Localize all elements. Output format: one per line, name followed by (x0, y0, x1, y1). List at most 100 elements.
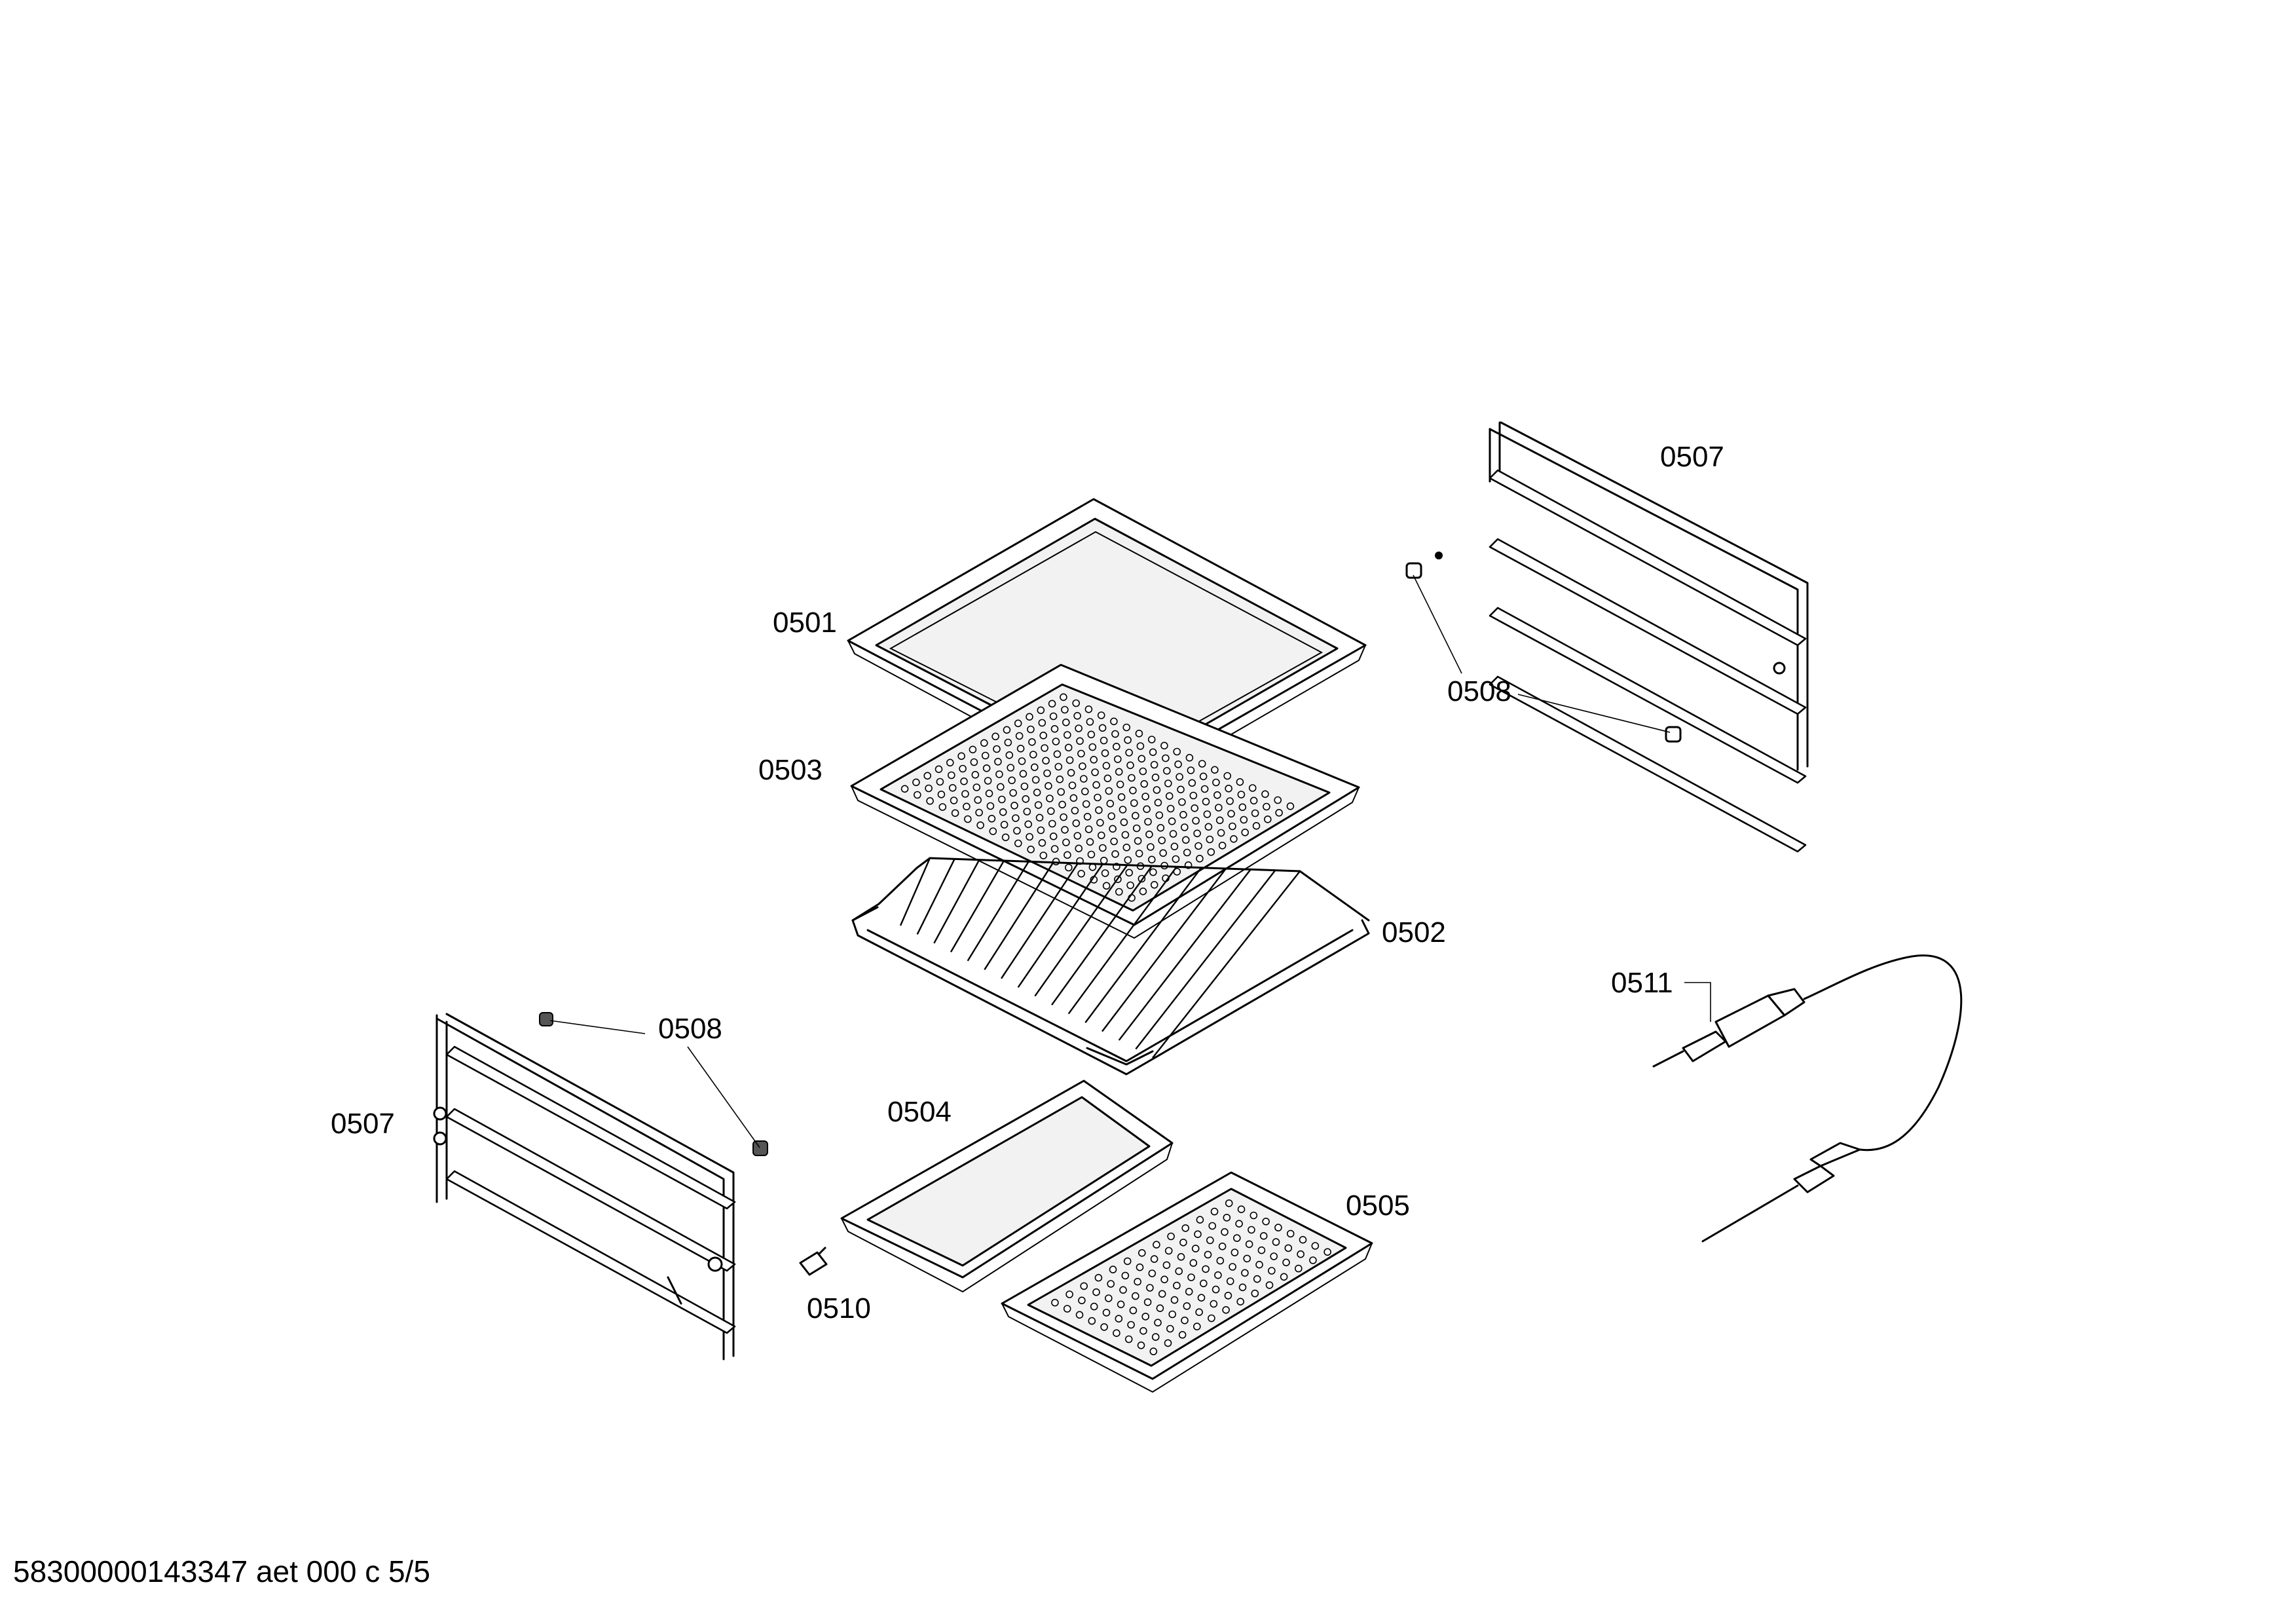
hole (1189, 791, 1198, 800)
hole (1150, 760, 1158, 769)
hole (1037, 706, 1045, 715)
hole (1212, 1285, 1220, 1294)
hole (1177, 1253, 1185, 1261)
hole (1149, 868, 1157, 876)
hole (1127, 1321, 1135, 1329)
hole (1092, 781, 1100, 789)
hole (1263, 802, 1270, 811)
hole (1309, 1256, 1317, 1264)
hole (1208, 1314, 1215, 1323)
label-0508-left: 0508 (658, 1013, 722, 1045)
hole (994, 758, 1002, 766)
hole (982, 764, 991, 772)
hole (1075, 1311, 1084, 1319)
hole (1027, 725, 1035, 734)
hole (1116, 780, 1124, 789)
rail-rung (1489, 469, 1807, 647)
hole (1199, 772, 1208, 781)
hole (1043, 769, 1051, 778)
hole (1251, 1289, 1259, 1298)
hole (1148, 1269, 1157, 1277)
hole (1169, 830, 1177, 838)
hole (974, 796, 982, 804)
hole (1324, 1248, 1331, 1256)
hole (1037, 826, 1045, 835)
hole (1064, 851, 1071, 859)
hole (1181, 823, 1189, 831)
hole (1248, 1226, 1255, 1234)
hole (1069, 794, 1078, 802)
hole (1094, 1273, 1103, 1282)
hole (959, 764, 967, 773)
hole (1229, 822, 1236, 831)
hole (1115, 888, 1123, 896)
hole (1130, 799, 1138, 807)
rack-bar (1051, 865, 1153, 1005)
hole (1156, 1304, 1164, 1312)
hole (1117, 793, 1126, 801)
rail-bars (445, 1045, 736, 1334)
hole (1207, 848, 1215, 856)
hole (1012, 814, 1020, 822)
hole (1114, 755, 1122, 763)
hole (1265, 1281, 1274, 1289)
rail-rung (445, 1108, 736, 1272)
hole (961, 790, 969, 798)
hole (1262, 1218, 1270, 1226)
hole (1073, 832, 1082, 840)
hole (1299, 1235, 1307, 1244)
hole (1123, 1257, 1132, 1266)
hole (1020, 782, 1029, 791)
label-0508-right: 0508 (1447, 675, 1511, 707)
hole (1138, 755, 1146, 763)
hole (1005, 751, 1014, 759)
hole (1134, 837, 1142, 845)
hole (1206, 1236, 1214, 1245)
hole (1060, 693, 1067, 702)
hole (1143, 805, 1151, 814)
hole (1138, 1249, 1146, 1257)
hole (1233, 1234, 1241, 1242)
hole (984, 777, 992, 785)
hole (1203, 810, 1212, 818)
leader-lines (549, 574, 1711, 1148)
hole (1132, 812, 1139, 820)
hole (1202, 798, 1210, 806)
label-0501: 0501 (773, 607, 837, 639)
rail-rung (445, 1045, 736, 1210)
hole (1230, 835, 1238, 843)
hole (1042, 757, 1050, 765)
hole (1080, 775, 1088, 783)
hole (1048, 819, 1056, 828)
hole (1106, 800, 1115, 808)
hole (1181, 1224, 1189, 1232)
hole (1178, 798, 1186, 806)
hole (1031, 776, 1040, 784)
perforated-pan-0505 (1001, 1171, 1373, 1393)
hole (1024, 820, 1032, 829)
hole (1213, 791, 1221, 799)
hole (1177, 785, 1185, 794)
hole (1150, 881, 1158, 889)
hole (1065, 863, 1073, 872)
hole (1274, 1224, 1282, 1231)
hole (946, 759, 954, 767)
hole (1097, 711, 1105, 719)
rack-bar (1001, 863, 1079, 979)
hole (1013, 827, 1021, 835)
hole (1023, 808, 1031, 816)
rack-bars (899, 857, 1301, 1059)
hole (971, 771, 980, 779)
hole (1132, 1292, 1139, 1300)
hole (1126, 881, 1134, 890)
label-0503: 0503 (758, 754, 823, 786)
hole (1001, 833, 1010, 842)
hole (1143, 1298, 1152, 1306)
hole (1192, 817, 1200, 825)
label-0502: 0502 (1382, 916, 1446, 948)
hole (981, 751, 990, 760)
hole (1100, 736, 1108, 745)
hole (1051, 1298, 1059, 1307)
hole (951, 809, 959, 817)
hole (1087, 850, 1096, 859)
